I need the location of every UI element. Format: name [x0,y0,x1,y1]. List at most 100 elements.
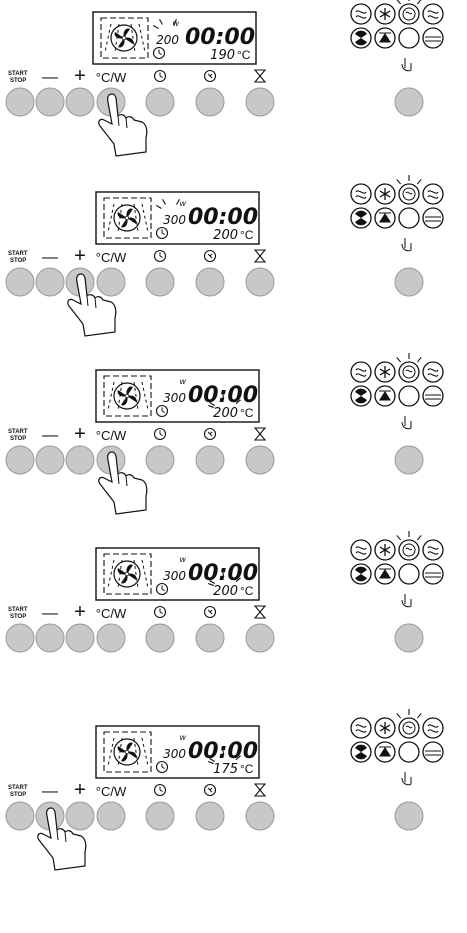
start-label: START [8,785,28,791]
power-value: 300 [163,213,186,227]
fan-heat-icon [350,27,372,49]
fan-heat-icon [350,741,372,763]
hourglass-button[interactable] [245,623,275,653]
start-stop-button[interactable] [5,445,35,475]
hourglass-icon [254,605,266,619]
plus-label: + [74,601,86,623]
timer-button[interactable] [195,801,225,831]
hourglass-button[interactable] [245,267,275,297]
hourglass-button[interactable] [245,87,275,117]
time-value: 00:00 [185,25,255,50]
plus-button[interactable] [65,801,95,831]
turbo-icon [374,385,396,407]
clock-icon [153,69,167,83]
minus-button[interactable] [35,445,65,475]
turbo-icon [374,27,396,49]
fan-grill-icon [350,183,372,205]
temp-watt-button[interactable] [96,623,126,653]
clock-button[interactable] [145,623,175,653]
temp-watt-label: °C/W [96,70,127,85]
timer-button[interactable] [195,445,225,475]
watt-marker: w [179,733,186,742]
fan-heat-icon [350,385,372,407]
fan-grill-icon [350,3,372,25]
temperature-value: 200 [213,584,238,599]
minus-label: — [42,783,58,800]
mode-selector-knob[interactable] [394,445,424,475]
selector-pointer-icon [401,238,412,252]
watt-marker: w [179,555,186,564]
start-stop-button[interactable] [5,267,35,297]
fan-grill-icon [350,717,372,739]
plus-button[interactable] [65,87,95,117]
temperature-value: 200 [213,228,238,243]
plus-button[interactable] [65,623,95,653]
hourglass-icon [254,249,266,263]
mode-selector-knob[interactable] [394,87,424,117]
clock-button[interactable] [145,267,175,297]
power-blink-rays [156,199,180,209]
power-blink-rays [153,19,177,29]
mode-selector-knob[interactable] [394,801,424,831]
power-value: 300 [163,391,186,405]
watt-marker: w [179,199,186,208]
timer-button[interactable] [195,623,225,653]
temp-watt-button[interactable] [96,801,126,831]
hot-air-icon [398,183,420,205]
mode-selector-cluster [350,0,444,117]
minus-button[interactable] [35,623,65,653]
temperature-value: 190 [210,48,235,63]
mode-selector-knob[interactable] [394,267,424,297]
minus-label: — [42,69,58,86]
power-value: 300 [163,569,186,583]
minus-button[interactable] [35,267,65,297]
top-heat-icon [398,563,420,585]
temperature-unit: °C [240,406,254,420]
hourglass-button[interactable] [245,801,275,831]
minus-button[interactable] [35,87,65,117]
start-label: START [8,251,28,257]
temp-watt-label: °C/W [96,428,127,443]
plus-label: + [74,779,86,801]
mode-selector-cluster [350,709,444,831]
mode-selector-cluster [350,175,444,297]
start-label: START [8,71,28,77]
plus-button[interactable] [65,445,95,475]
start-stop-button[interactable] [5,87,35,117]
temperature-unit: °C [237,48,251,62]
start-stop-button[interactable] [5,801,35,831]
timer-icon [203,69,217,83]
selector-pointer-icon [401,416,412,430]
hourglass-button[interactable] [245,445,275,475]
start-stop-button[interactable] [5,623,35,653]
temperature-value: 175 [213,762,238,777]
timer-button[interactable] [195,267,225,297]
temp-watt-button[interactable] [96,267,126,297]
selector-pointer-icon [401,594,412,608]
clock-button[interactable] [145,87,175,117]
mode-selector-knob[interactable] [394,623,424,653]
clock-button[interactable] [145,801,175,831]
active-mode-rays [396,353,422,363]
fan-heat-icon [350,207,372,229]
oven-light-lines [107,559,149,589]
minus-label: — [42,605,58,622]
clock-button[interactable] [145,445,175,475]
clock-icon [153,249,167,263]
timer-button[interactable] [195,87,225,117]
timer-icon [203,249,217,263]
bottom-heat-icon [422,563,444,585]
active-mode-rays [396,175,422,185]
mode-selector-cluster [350,353,444,475]
oven-light-lines [107,737,149,767]
start-label: START [8,607,28,613]
temp-watt-label: °C/W [96,250,127,265]
bottom-heat-icon [422,741,444,763]
fan-heat-icon [350,563,372,585]
minus-label: — [42,249,58,266]
hot-air-icon [398,3,420,25]
